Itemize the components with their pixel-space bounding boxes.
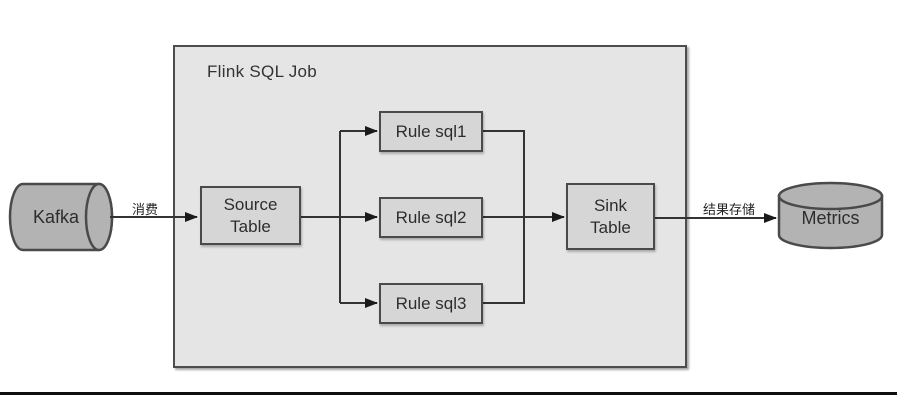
bottom-divider-line — [0, 392, 897, 395]
connector-lines — [110, 126, 777, 308]
edge-label-consume: 消费 — [131, 202, 158, 217]
node-metrics-label: Metrics — [801, 207, 860, 228]
node-rule-sql3: Rule sql3 — [379, 283, 483, 324]
kafka-cylinder-icon — [8, 182, 114, 252]
node-rule-sql2: Rule sql2 — [379, 197, 483, 238]
edge-label-result-store: 结果存储 — [702, 202, 755, 217]
metrics-cylinder-icon — [777, 181, 884, 250]
node-kafka-label: Kafka — [32, 206, 80, 227]
node-source-table: Source Table — [200, 186, 301, 245]
flink-sql-job-title: Flink SQL Job — [207, 62, 318, 81]
node-sink-table: Sink Table — [566, 183, 655, 250]
node-rule-sql1: Rule sql1 — [379, 111, 483, 152]
